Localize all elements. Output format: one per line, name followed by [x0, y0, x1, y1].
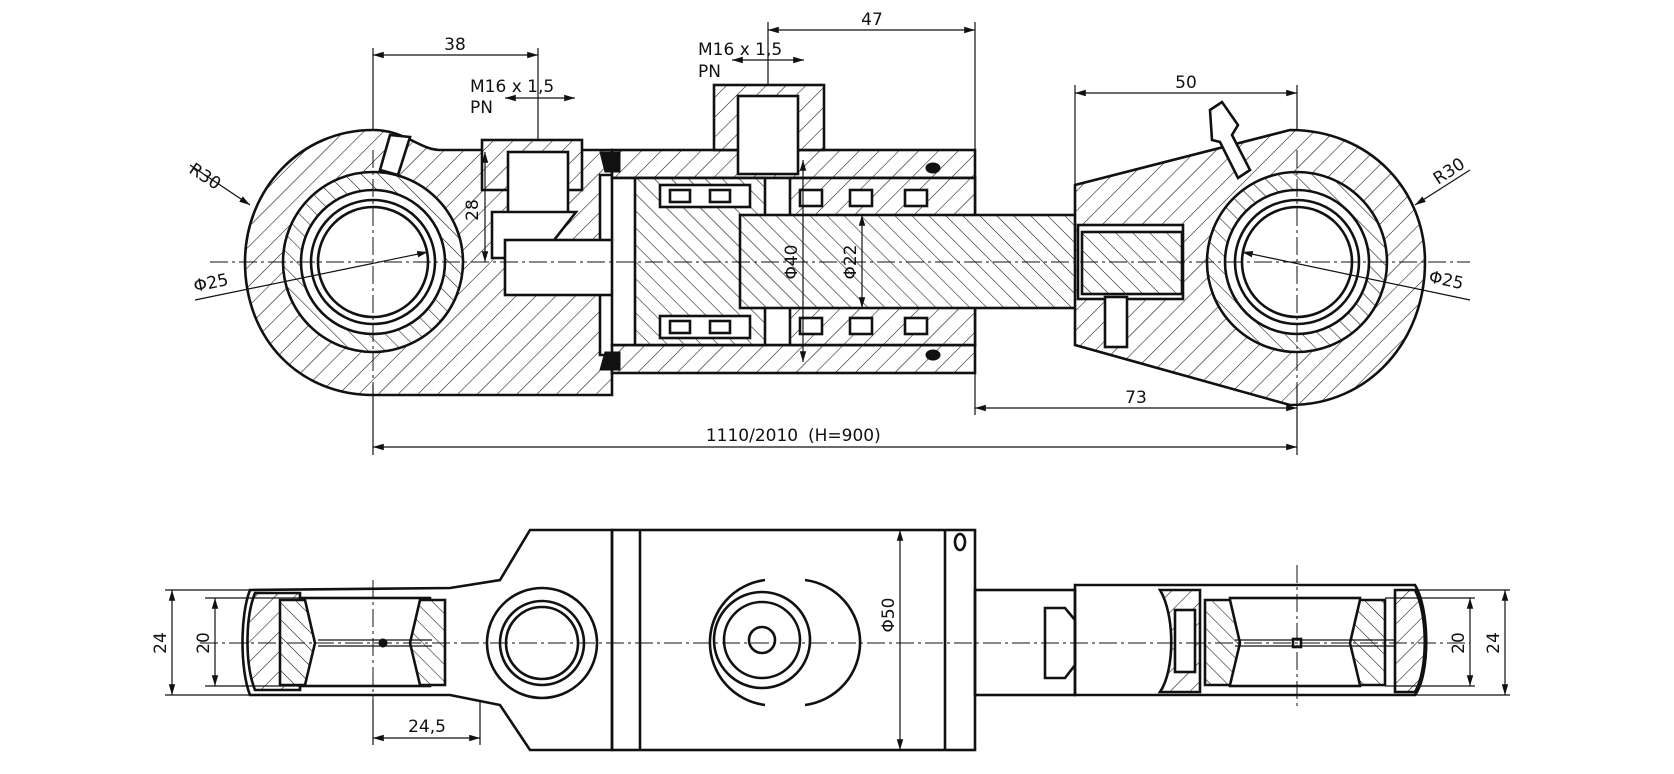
right-clevis-section-r — [1393, 588, 1426, 694]
weld-bottom-left — [599, 351, 621, 371]
gland-seal-6 — [903, 316, 929, 336]
barrel-plan — [610, 528, 977, 752]
gland-seal-5 — [848, 316, 874, 336]
o-ring-bottom — [925, 349, 941, 361]
grease-nipple-icon — [1208, 100, 1252, 180]
stroke-length: (H=900) — [808, 426, 881, 446]
left-clevis-plan — [241, 528, 614, 752]
right-spherical-bearing — [1228, 596, 1362, 688]
piston-seal-top — [658, 183, 752, 209]
left-port-boss-plan — [485, 586, 599, 700]
gland-seal-2 — [848, 188, 874, 208]
left-grease-channel — [378, 133, 412, 177]
overall-length: 1110/2010 — [706, 426, 798, 446]
piston-groove-top — [668, 188, 692, 204]
bore-right: Φ25 — [1427, 267, 1465, 294]
rod-diameter: Φ22 — [841, 244, 861, 279]
top-section-view: 38 M16 x 1,5 PN 47 M16 x 1,5 PN 50 R30 R… — [185, 10, 1471, 455]
piston-seal-bottom — [658, 314, 752, 340]
bottom-plan-view: 24 20 24 20 24,5 Φ50 — [151, 528, 1510, 752]
width-left-outer: 24 — [151, 632, 171, 654]
right-port-thread-label: M16 x 1,5 — [698, 40, 782, 60]
radius-left: R30 — [185, 159, 224, 194]
dim-port-height: 28 — [463, 199, 483, 221]
weld-top-left — [599, 151, 621, 173]
right-port-code-label: PN — [698, 62, 721, 82]
gland-seal-3 — [903, 188, 929, 208]
right-port-boss-hole — [747, 625, 777, 655]
dim-stroke-end: 73 — [1125, 388, 1147, 408]
radius-right: R30 — [1430, 154, 1469, 189]
piston-diameter: Φ40 — [782, 244, 802, 279]
piston-groove-bottom — [668, 319, 692, 335]
left-spherical-bearing — [298, 596, 432, 688]
eye-offset: 24,5 — [408, 717, 446, 737]
right-eye-spigot — [1080, 230, 1184, 296]
right-eye-lock-slot — [1103, 295, 1129, 349]
left-port-thread-label: M16 x 1,5 — [470, 77, 554, 97]
right-port-thread — [736, 94, 800, 176]
piston-groove-top2 — [708, 188, 732, 204]
radius-leader-right — [1414, 169, 1471, 206]
bore-leader-left — [194, 251, 429, 301]
barrel-lower-wall — [610, 343, 977, 375]
dim-eye-offset: 38 — [444, 35, 466, 55]
radius-leader-left — [189, 164, 251, 206]
width-right-outer: 24 — [1484, 632, 1504, 654]
right-port-boss-inner — [722, 600, 802, 680]
right-port-boss-ring — [712, 590, 812, 690]
dim-rod-clevis: 50 — [1175, 73, 1197, 93]
piston-groove-bottom2 — [708, 319, 732, 335]
width-left-inner: 20 — [194, 632, 214, 654]
gland-pin-hole — [953, 532, 967, 552]
bore-leader-right — [1241, 251, 1471, 301]
width-right-inner: 20 — [1449, 632, 1469, 654]
bore-left: Φ25 — [192, 270, 230, 297]
o-ring-top — [925, 162, 941, 174]
dim-head-length: 47 — [861, 10, 883, 30]
right-lock-washer — [1173, 608, 1197, 674]
left-port-code-label: PN — [470, 98, 493, 118]
barrel-diameter: Φ50 — [879, 597, 899, 632]
left-port-thread — [506, 150, 570, 216]
